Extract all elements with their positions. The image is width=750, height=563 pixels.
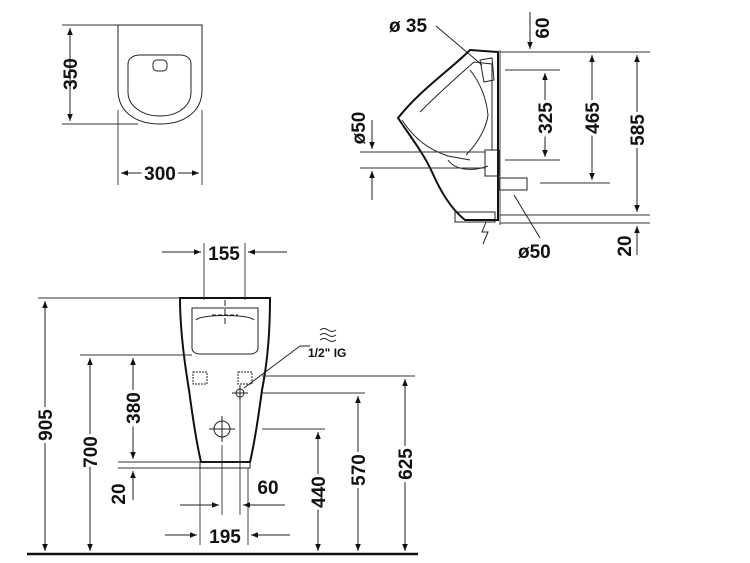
top-view-outlet bbox=[152, 59, 168, 72]
water-wave-icon bbox=[319, 328, 337, 342]
front-view-height-625-label: 625 bbox=[396, 448, 417, 480]
side-view: 60 325 465 585 20 ø 35 ø50 ø50 bbox=[349, 12, 652, 263]
side-view-bottom-offset-label: 20 bbox=[615, 235, 636, 256]
top-view-bowl bbox=[127, 54, 192, 117]
top-view-width-label: 300 bbox=[144, 164, 176, 185]
lightning-icon bbox=[481, 221, 489, 245]
front-view-height-570-label: 570 bbox=[349, 454, 370, 486]
front-view-height-380-label: 380 bbox=[124, 392, 145, 424]
side-view-drain-diameter-left-label: ø50 bbox=[349, 112, 370, 145]
front-view-bottom-width-label: 195 bbox=[209, 527, 241, 548]
side-view-outlet-diameter-label: ø 35 bbox=[389, 16, 427, 37]
front-view: 1/2" IG 155 905 700 380 20 195 bbox=[27, 243, 420, 556]
side-view-height-585-label: 585 bbox=[628, 114, 649, 146]
front-view-bottom-offset-label: 20 bbox=[109, 483, 130, 504]
side-view-top-offset-label: 60 bbox=[533, 17, 554, 38]
top-view-outline bbox=[117, 24, 203, 125]
front-view-bowl bbox=[191, 307, 259, 355]
front-view-height-700-label: 700 bbox=[81, 436, 102, 468]
front-view-offset-60-label: 60 bbox=[257, 478, 278, 499]
front-view-total-height-label: 905 bbox=[36, 409, 57, 441]
side-view-height-465-label: 465 bbox=[583, 102, 604, 134]
front-view-height-440-label: 440 bbox=[309, 476, 330, 508]
top-view: 350 300 bbox=[61, 24, 203, 188]
top-view-depth-label: 350 bbox=[61, 58, 82, 90]
front-view-inlet-label: 1/2" IG bbox=[308, 346, 346, 360]
side-view-height-325-label: 325 bbox=[536, 102, 557, 134]
side-view-body bbox=[396, 48, 499, 221]
side-view-drain-diameter-bottom-label: ø50 bbox=[518, 242, 551, 263]
front-view-top-width-label: 155 bbox=[208, 244, 240, 265]
